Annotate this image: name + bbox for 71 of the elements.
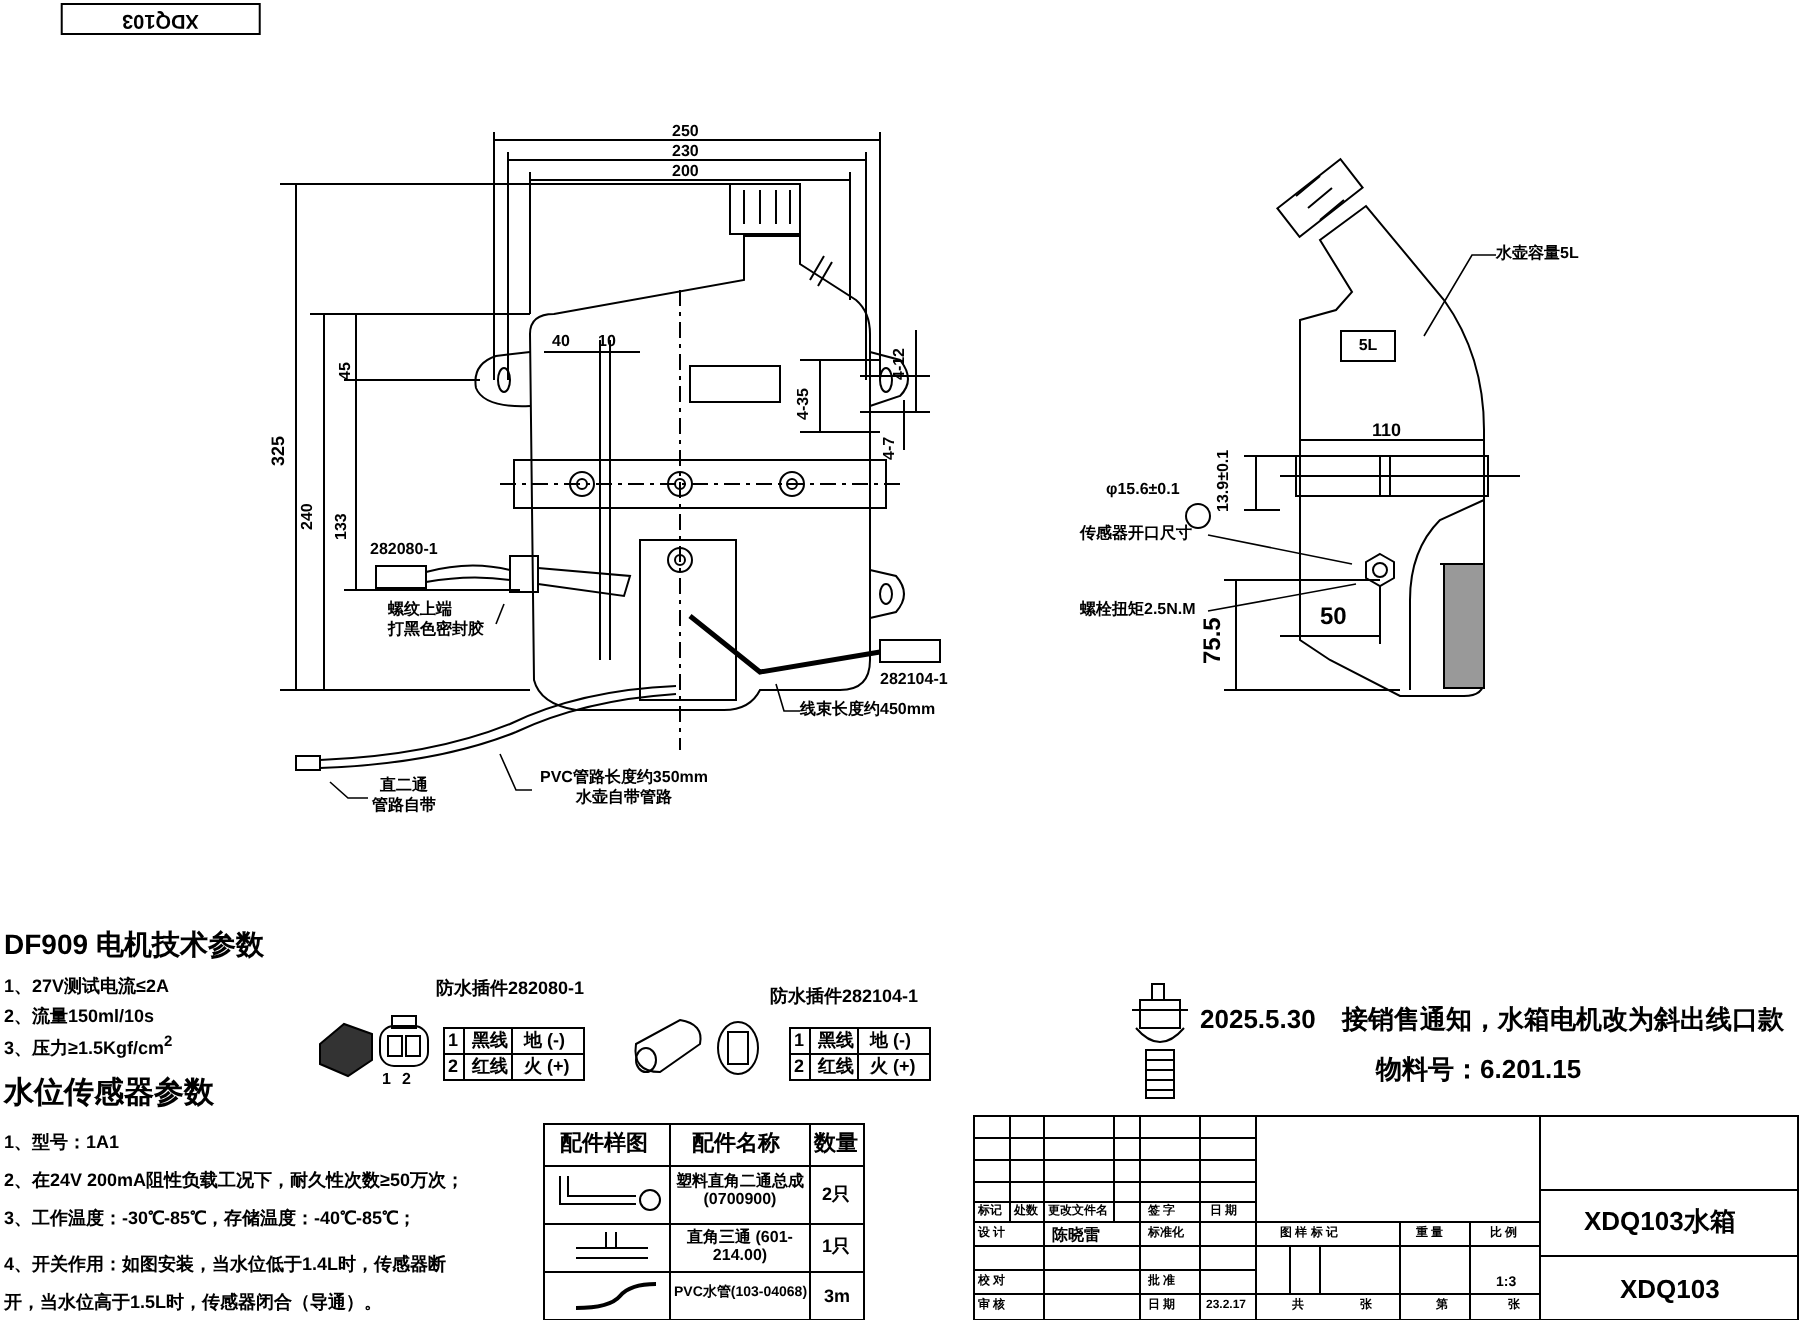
- leader-note: 螺栓扭矩2.5N.M: [1080, 600, 1208, 621]
- table-cell: 红线: [818, 1056, 854, 1077]
- spec-text: 1、型号：1A1: [4, 1132, 120, 1153]
- table-cell: 1: [448, 1030, 459, 1051]
- title-block-cell: XDQ103水箱: [1584, 1208, 1736, 1238]
- dimension-value: 13.9±0.1: [1214, 449, 1233, 512]
- dimension-value: 50: [1320, 604, 1347, 632]
- section-heading: 水位传感器参数: [4, 1076, 214, 1111]
- leader-note: 螺纹上端 打黑色密封胶: [388, 600, 496, 642]
- table-cell: 2: [448, 1056, 459, 1077]
- dimension-value: 230: [672, 142, 699, 161]
- leader-note: 水壶容量5L: [1496, 244, 1600, 265]
- part-label: 防水插件282104-1: [770, 986, 919, 1007]
- title-block-cell: XDQ103: [1620, 1276, 1720, 1306]
- leader-line: [495, 603, 505, 625]
- leader-line: [499, 753, 533, 791]
- note-text: 物料号：6.201.15: [1376, 1056, 1582, 1086]
- table-cell: 数量: [814, 1132, 858, 1158]
- spec-text: 2、在24V 200mA阻性负载工况下，耐久性次数≥50万次；: [4, 1170, 464, 1191]
- part-label: 282080-1: [370, 540, 438, 559]
- spec-text: 4、开关作用：如图安装，当水位低于1.4L时，传感器断开，当水位高于1.5L时，传感器闭合（导通）。: [4, 1252, 449, 1316]
- dimension-value: φ15.6±0.1: [1106, 480, 1180, 499]
- table-cell: 火 (+): [870, 1056, 916, 1077]
- leader-line: [775, 683, 801, 712]
- table-cell: 黑线: [472, 1030, 508, 1051]
- dimension-value: 4-7: [880, 436, 899, 460]
- title-block-cell: 陈晓雷: [1052, 1226, 1100, 1245]
- table-cell: 红线: [472, 1056, 508, 1077]
- pin-number: 2: [402, 1070, 411, 1089]
- table-cell: 配件名称: [692, 1132, 780, 1158]
- part-label: 防水插件282080-1: [436, 978, 585, 999]
- leader-note: PVC管路长度约350mm 水壶自带管路: [532, 768, 716, 810]
- dimension-value: 45: [336, 362, 355, 380]
- table-cell-text: 直角三通 (601-214.00): [685, 1228, 795, 1265]
- dimension-value: 200: [672, 162, 699, 181]
- dimension-value: 4-35: [794, 387, 813, 420]
- table-cell: 地 (-): [870, 1030, 911, 1051]
- table-cell: 2: [794, 1056, 805, 1077]
- table-cell: 配件样图: [560, 1132, 648, 1158]
- dimension-value: 40: [552, 332, 570, 351]
- dimension-value: 133: [332, 513, 351, 540]
- spec-text: 3、工作温度：-30℃-85℃，存储温度：-40℃-85℃；: [4, 1208, 417, 1229]
- leader-note: 直二通 管路自带: [368, 776, 440, 818]
- dimension-value: 250: [672, 122, 699, 141]
- leader-line: [1207, 583, 1357, 612]
- spec-text: 3、压力≥1.5Kgf/cm$^{2}$: [4, 1034, 173, 1059]
- leader-line: [1207, 534, 1353, 565]
- table-cell: 3m: [824, 1286, 851, 1307]
- pin-number: 1: [382, 1070, 391, 1089]
- table-cell: 塑料直角二通总成 (0700900): [674, 1172, 806, 1209]
- note-text: 2025.5.30 接销售通知，水箱电机改为斜出线口款: [1200, 1006, 1784, 1036]
- dimension-value: 110: [1372, 420, 1402, 441]
- table-cell: 黑线: [818, 1030, 854, 1051]
- leader-note: 传感器开口尺寸: [1080, 524, 1208, 545]
- table-cell: 1: [794, 1030, 805, 1051]
- table-cell: 地 (-): [524, 1030, 565, 1051]
- dimension-value: 325: [268, 435, 289, 466]
- table-cell: 2只: [822, 1184, 851, 1205]
- leader-note: 线束长度约450mm: [800, 700, 952, 721]
- part-label: 282104-1: [880, 670, 948, 689]
- leader-line: [329, 781, 369, 799]
- leader-line: [1423, 254, 1497, 337]
- section-heading: DF909 电机技术参数: [4, 928, 264, 961]
- title-box-label: XDQ103: [60, 4, 261, 35]
- table-cell: 1只: [822, 1236, 851, 1257]
- capacity-label: 5L: [1340, 330, 1396, 362]
- spec-text: 2、流量150ml/10s: [4, 1006, 155, 1027]
- table-cell: 火 (+): [524, 1056, 570, 1077]
- dimension-value: 240: [298, 503, 317, 530]
- dimension-value: 75.5: [1200, 617, 1228, 664]
- spec-text: 1、27V测试电流≤2A: [4, 976, 169, 997]
